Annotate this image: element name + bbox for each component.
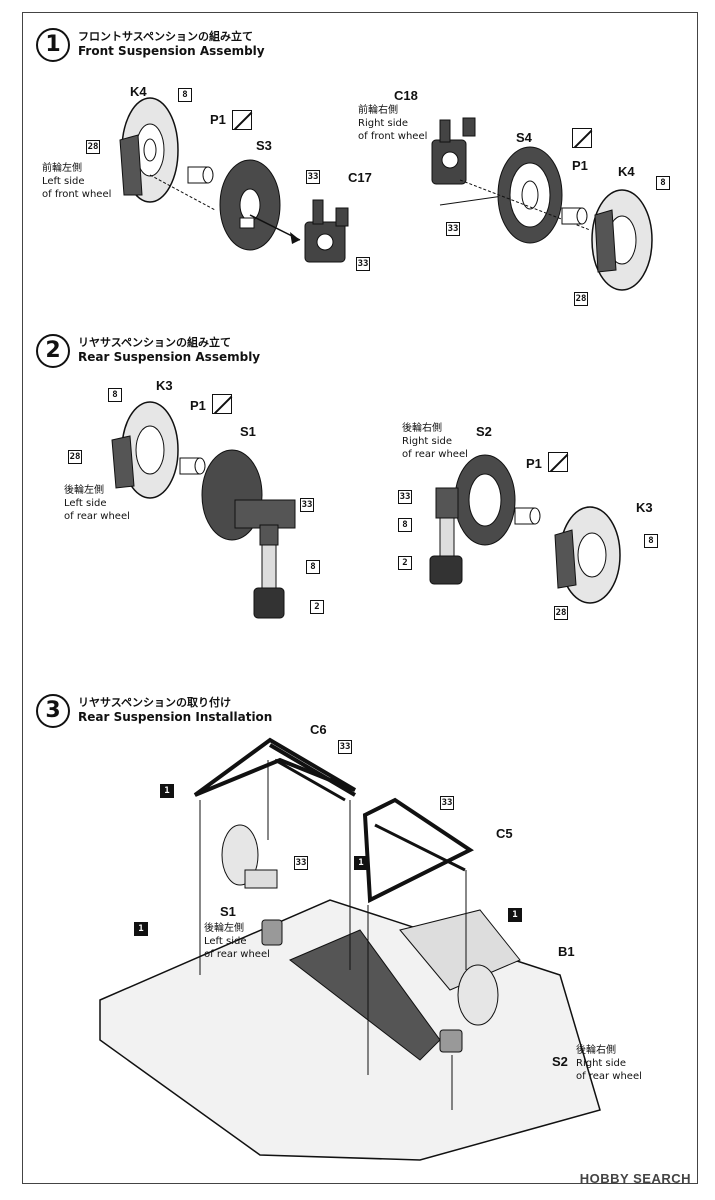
part-c17 — [304, 199, 349, 263]
part-p1-right — [561, 207, 588, 225]
no-cement-icon — [572, 128, 592, 148]
color-code-28: 28 — [86, 140, 100, 154]
part-k3-right — [554, 506, 621, 604]
guide-line — [149, 174, 216, 211]
color-code-8: 8 — [306, 560, 320, 574]
color-code-2: 2 — [310, 600, 324, 614]
page-frame — [22, 12, 698, 1184]
color-code-1: 1 — [134, 922, 148, 936]
color-code-33: 33 — [338, 740, 352, 754]
label-b1: B1 — [558, 944, 575, 959]
color-code-33: 33 — [398, 490, 412, 504]
part-s4 — [497, 146, 563, 244]
step-2-title-en: Rear Suspension Assembly — [78, 350, 261, 364]
no-cement-icon — [232, 110, 252, 130]
part-s1-installed — [221, 824, 283, 946]
label-p1-right: P1 — [572, 158, 588, 173]
color-code-8: 8 — [398, 518, 412, 532]
part-c18 — [431, 117, 476, 185]
color-code-28: 28 — [68, 450, 82, 464]
step-2-title-jp: リヤサスペンションの組み立て — [78, 336, 232, 349]
color-code-33: 33 — [440, 796, 454, 810]
part-p1-rear-right — [514, 507, 541, 525]
watermark: HOBBY SEARCH — [579, 1171, 691, 1186]
label-s1-installed: S1 — [220, 904, 236, 919]
color-code-33: 33 — [294, 856, 308, 870]
color-code-28: 28 — [554, 606, 568, 620]
color-code-8: 8 — [656, 176, 670, 190]
label-c17: C17 — [348, 170, 372, 185]
step-3-title-en: Rear Suspension Installation — [78, 710, 273, 724]
color-code-33: 33 — [356, 257, 370, 271]
part-s2-installed — [439, 964, 499, 1053]
label-p1-left: P1 — [210, 112, 226, 127]
color-code-8: 8 — [644, 534, 658, 548]
label-k4-right: K4 — [618, 164, 635, 179]
color-code-1: 1 — [508, 908, 522, 922]
part-k4-right — [591, 189, 653, 291]
note-front-left: 前輪左側 Left side of front wheel — [42, 163, 112, 200]
label-s2-installed: S2 — [552, 1054, 568, 1069]
label-k3-left: K3 — [156, 378, 173, 393]
part-s3 — [219, 159, 281, 251]
part-p1-left — [187, 166, 214, 184]
label-k4-left: K4 — [130, 84, 147, 99]
label-s1: S1 — [240, 424, 256, 439]
step-3-title-jp: リヤサスペンションの取り付け — [78, 696, 232, 709]
step-1-title-en: Front Suspension Assembly — [78, 44, 265, 58]
part-p1-rear-left — [179, 457, 206, 475]
label-c6: C6 — [310, 722, 327, 737]
label-p1-rear-left: P1 — [190, 398, 206, 413]
label-k3-right: K3 — [636, 500, 653, 515]
color-code-33: 33 — [306, 170, 320, 184]
color-code-8: 8 — [178, 88, 192, 102]
color-code-28: 28 — [574, 292, 588, 306]
part-c5 — [362, 797, 474, 904]
color-code-1: 1 — [160, 784, 174, 798]
step-2-number: 2 — [36, 334, 70, 368]
step-1-number: 1 — [36, 28, 70, 62]
note-rear-right-installed: 後輪右側 Right side of rear wheel — [576, 1045, 642, 1082]
label-s3: S3 — [256, 138, 272, 153]
color-code-8: 8 — [108, 388, 122, 402]
color-code-2: 2 — [398, 556, 412, 570]
label-c5: C5 — [496, 826, 513, 841]
label-c18: C18 — [394, 88, 418, 103]
note-front-right: 前輪右側 Right side of front wheel — [358, 105, 428, 142]
label-p1-rear-right: P1 — [526, 456, 542, 471]
label-s4: S4 — [516, 130, 532, 145]
color-code-33: 33 — [300, 498, 314, 512]
color-code-33: 33 — [446, 222, 460, 236]
part-k3-left — [111, 401, 179, 499]
no-cement-icon — [212, 394, 232, 414]
part-s2 — [429, 454, 516, 585]
step-1-title-jp: フロントサスペンションの組み立て — [78, 30, 254, 43]
step-3-number: 3 — [36, 694, 70, 728]
label-s2: S2 — [476, 424, 492, 439]
note-rear-left-installed: 後輪左側 Left side of rear wheel — [204, 923, 270, 960]
part-s1 — [201, 449, 296, 619]
note-rear-right: 後輪右側 Right side of rear wheel — [402, 423, 468, 460]
no-cement-icon — [548, 452, 568, 472]
color-code-1: 1 — [354, 856, 368, 870]
part-c6 — [193, 737, 357, 802]
part-k4-left — [119, 97, 179, 203]
note-rear-left: 後輪左側 Left side of rear wheel — [64, 485, 130, 522]
